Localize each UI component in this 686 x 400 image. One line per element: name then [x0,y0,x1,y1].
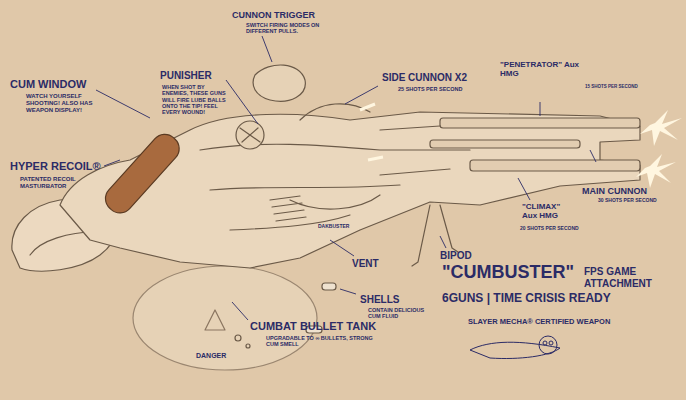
part-note: 20 SHOTS PER SECOND [520,226,579,232]
part-note: CONTAIN DELICIOUS CUM FLUID [368,307,438,320]
part-heading: VENT [352,258,379,270]
product-subtitle: FPS GAME ATTACHMENT [584,266,674,289]
part-heading: CUMBAT BULLET TANK [250,320,376,333]
warning-label: DANGER [196,352,226,360]
part-heading: "PENETRATOR" Aux HMG [500,60,580,78]
part-heading: HYPER RECOIL® [10,160,101,173]
part-heading: CUM WINDOW [10,78,86,91]
part-heading: SHELLS [360,294,399,306]
part-note: 15 SHOTS PER SECOND [585,84,645,89]
part-note: SWITCH FIRING MODES ON DIFFERENT PULLS. [246,22,336,35]
part-note: WATCH YOURSELF SHOOTING! ALSO HAS WEAPON… [26,93,106,114]
part-heading: BIPOD [440,250,472,262]
product-tagline: 6GUNS | TIME CRISIS READY [442,292,611,306]
part-note: 30 SHOTS PER SECOND [598,198,657,204]
part-heading: SIDE CUNNON X2 [382,72,467,84]
part-note: 25 SHOTS PER SECOND [398,86,463,92]
part-note: PATENTED RECOIL MASTURBATOR [20,176,100,190]
certification-note: SLAYER MECHA® CERTIFIED WEAPON [468,318,610,327]
product-title: "CUMBUSTER" [442,262,574,283]
part-heading: MAIN CUNNON [582,186,647,196]
part-note: WHEN SHOT BY ENEMIES, THESE GUNS WILL FI… [162,84,230,116]
part-heading: CUNNON TRIGGER [232,10,315,20]
part-heading: PUNISHER [160,70,212,82]
engraving-text: DAKBUSTER [318,224,349,230]
part-heading: "CLIMAX" Aux HMG [522,202,572,220]
part-note: UPGRADABLE TO ∞ BULLETS, STRONG CUM SMEL… [266,335,376,348]
